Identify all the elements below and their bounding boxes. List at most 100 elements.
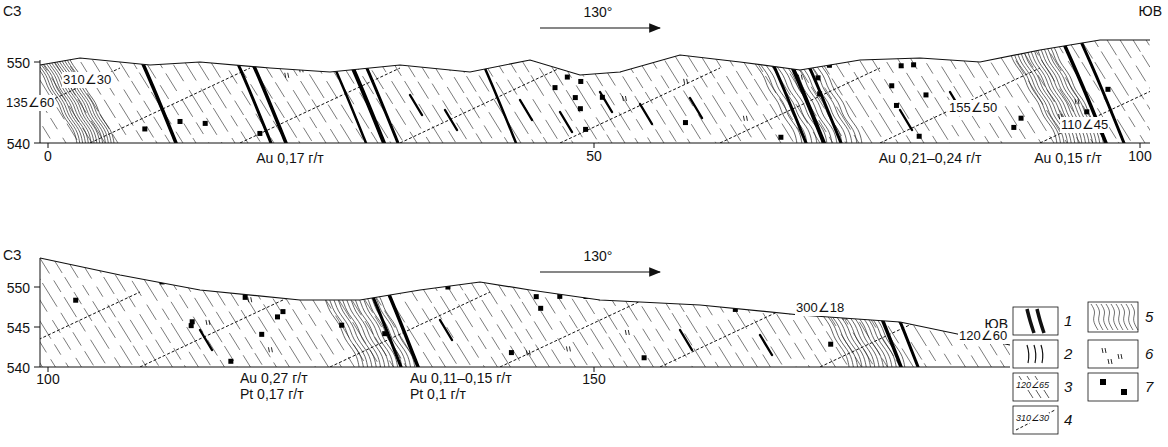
foliation-stroke (598, 319, 607, 333)
foliation-stroke (246, 35, 260, 57)
foliation-stroke (874, 283, 882, 297)
foliation-stroke (522, 60, 529, 72)
sample-point (578, 106, 583, 111)
foliation-stroke (142, 35, 148, 45)
cleavage-dashed (1040, 68, 1168, 143)
foliation-stroke (1017, 283, 1027, 299)
foliation-stroke (319, 132, 326, 144)
foliation-stroke (719, 347, 731, 367)
foliation-stroke (766, 255, 780, 278)
foliation-stroke (63, 338, 71, 350)
sample-point (339, 323, 344, 328)
foliation-stroke (480, 35, 488, 47)
foliation-stroke (97, 287, 103, 297)
foliation-stroke (337, 35, 347, 52)
foliation-stroke (441, 255, 447, 265)
foliation-stroke (686, 315, 697, 333)
foliation-stroke (985, 136, 995, 151)
foliation-stroke (624, 278, 637, 299)
section-label: 130° (584, 248, 613, 264)
foliation-stroke (948, 35, 958, 52)
foliation-stroke (572, 299, 586, 322)
foliation-stroke (1082, 62, 1091, 76)
foliation-stroke (895, 55, 903, 68)
sample-point (275, 314, 280, 319)
foliation-stroke (689, 298, 701, 317)
foliation-stroke (34, 269, 41, 280)
foliation-stroke (1163, 130, 1168, 153)
shear-zone-stroke (40, 35, 99, 143)
sample-point (746, 300, 751, 305)
foliation-stroke (259, 35, 273, 57)
foliation-stroke (335, 53, 342, 64)
foliation-stroke (944, 354, 951, 365)
legend-number: 6 (1145, 346, 1153, 362)
foliation-stroke (609, 337, 621, 357)
foliation-stroke (860, 61, 868, 74)
foliation-stroke (636, 119, 643, 130)
foliation-stroke (571, 255, 584, 277)
foliation-stroke (93, 301, 106, 322)
foliation-stroke (961, 255, 971, 272)
foliation-stroke (43, 126, 51, 138)
foliation-stroke (245, 337, 252, 349)
foliation-stroke (842, 273, 848, 283)
foliation-stroke (648, 138, 663, 162)
foliation-stroke (173, 65, 183, 81)
foliation-stroke (676, 299, 684, 312)
foliation-stroke (324, 297, 331, 309)
foliation-stroke (73, 332, 81, 345)
foliation-stroke (337, 339, 344, 351)
foliation-stroke (987, 35, 999, 55)
foliation-stroke (549, 62, 563, 85)
foliation-stroke (492, 337, 500, 350)
foliation-stroke (220, 35, 229, 50)
foliation-stroke (990, 343, 997, 355)
foliation-stroke (805, 339, 812, 350)
foliation-stroke (815, 354, 823, 367)
foliation-stroke (779, 35, 792, 56)
foliation-stroke (410, 132, 425, 155)
legend-box (1013, 373, 1058, 401)
foliation-stroke (85, 351, 94, 365)
foliation-stroke (213, 108, 228, 132)
vein-lens (760, 335, 772, 355)
foliation-stroke (484, 282, 498, 304)
foliation-stroke (930, 331, 939, 346)
foliation-stroke (104, 100, 115, 118)
foliation-stroke (657, 288, 670, 310)
legend-tick (1118, 354, 1122, 359)
shear-zone-stroke (35, 35, 94, 143)
foliation-stroke (548, 280, 555, 291)
shear-zone-stroke (46, 35, 105, 143)
cleavage-dashed (880, 68, 1040, 143)
sample-point (923, 92, 928, 97)
foliation-stroke (792, 255, 800, 267)
foliation-stroke (573, 342, 587, 365)
foliation-stroke (971, 355, 984, 376)
foliation-stroke (966, 284, 979, 306)
foliation-stroke (541, 311, 552, 329)
foliation-stroke (396, 109, 406, 125)
foliation-stroke (287, 279, 295, 291)
sample-point (642, 355, 647, 360)
foliation-stroke (220, 255, 229, 269)
shear-zone-stroke (839, 255, 901, 367)
foliation-stroke (701, 255, 712, 272)
legend-box (1088, 302, 1138, 332)
foliation-stroke (51, 359, 59, 373)
foliation-stroke (208, 340, 218, 356)
foliation-stroke (958, 355, 972, 377)
legend-square (1121, 389, 1127, 395)
foliation-stroke (443, 342, 457, 364)
foliation-stroke (90, 35, 102, 55)
foliation-stroke (753, 255, 762, 269)
foliation-stroke (634, 335, 646, 354)
foliation-stroke (311, 35, 320, 50)
foliation-stroke (432, 84, 439, 95)
foliation-stroke (224, 346, 233, 361)
foliation-stroke (779, 339, 791, 359)
attitude-label: 310∠30 (62, 72, 112, 88)
foliation-stroke (324, 255, 336, 274)
foliation-stroke (776, 134, 788, 153)
